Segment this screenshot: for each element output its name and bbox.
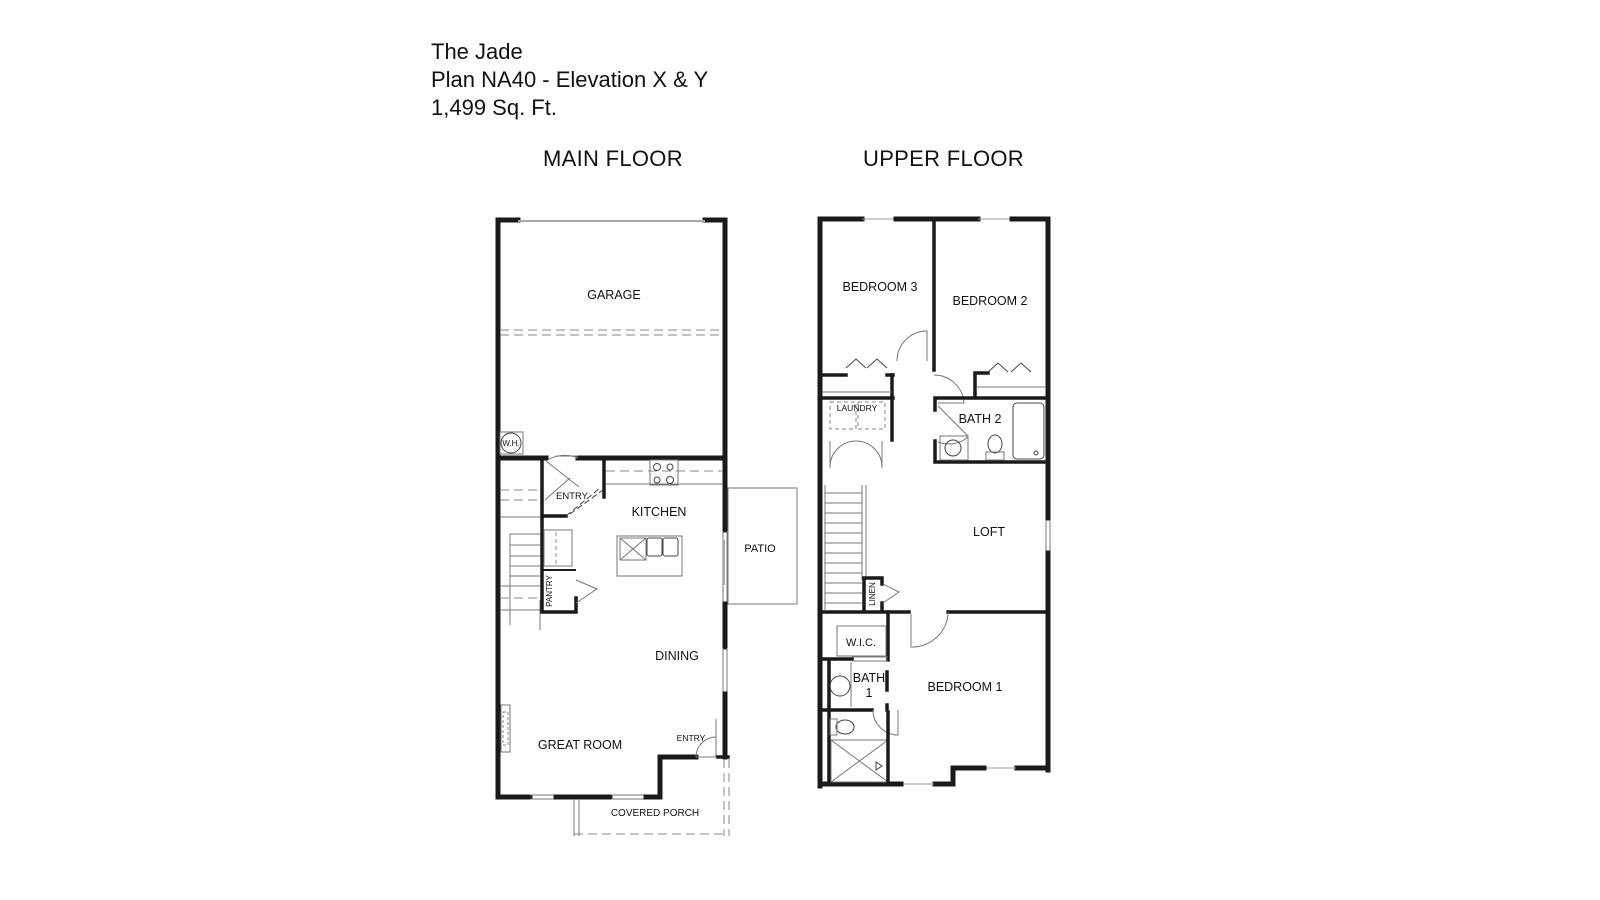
main-stairs: [500, 489, 541, 630]
fireplace-icon: [500, 704, 511, 753]
water-heater-label: W.H.: [502, 439, 519, 448]
bifold-closet-icon: [987, 362, 1032, 373]
garage-entry: ENTRY: [540, 454, 606, 518]
upper-floor-plan: BEDROOM 3 BEDROOM 2 LAUNDRY: [817, 216, 1051, 789]
bath-2: BATH 2: [933, 396, 1048, 464]
front-entry: ENTRY: [677, 719, 730, 759]
garage-label: GARAGE: [587, 288, 641, 302]
door-swing-icon: [695, 736, 717, 758]
bedroom-2: BEDROOM 2: [933, 294, 1046, 404]
garage-area: W.H. GARAGE: [495, 217, 728, 800]
toilet-icon: [987, 434, 1003, 454]
plan-elevation: Plan NA40 - Elevation X & Y: [431, 67, 709, 92]
kitchen-label: KITCHEN: [632, 505, 687, 519]
door-swing-icon: [896, 330, 928, 362]
dining-label: DINING: [655, 649, 699, 663]
front-entry-label: ENTRY: [677, 733, 706, 743]
plan-title-block: The Jade Plan NA40 - Elevation X & Y 1,4…: [431, 38, 708, 122]
door-swing-icon: [911, 612, 949, 648]
dishwasher-icon: [619, 537, 647, 561]
double-door-swing-icon: [829, 440, 883, 468]
pantry-label: PANTRY: [545, 574, 554, 606]
cooktop-icon: [649, 459, 679, 486]
bath-2-label: BATH 2: [959, 412, 1002, 426]
main-floor-heading: MAIN FLOOR: [543, 146, 683, 171]
water-heater-box: [499, 431, 524, 455]
toilet-icon: [835, 719, 855, 735]
bedroom-2-label: BEDROOM 2: [952, 294, 1027, 308]
kitchen-area: KITCHEN: [606, 459, 723, 577]
covered-porch: COVERED PORCH: [573, 759, 730, 836]
bedroom-1-label: BEDROOM 1: [927, 680, 1002, 694]
door-swing-icon: [933, 374, 965, 404]
garage-entry-label: ENTRY: [556, 491, 589, 502]
kitchen-island: [616, 535, 683, 577]
sink-icon: [829, 675, 851, 697]
laundry-label: LAUNDRY: [837, 403, 878, 413]
bath-1-number: 1: [866, 686, 873, 700]
upper-stairs: [824, 485, 867, 610]
covered-porch-label: COVERED PORCH: [611, 808, 699, 819]
bath-1-label: BATH: [853, 671, 885, 685]
plan-square-footage: 1,499 Sq. Ft.: [431, 95, 557, 120]
patio-label: PATIO: [744, 543, 776, 555]
upper-floor-heading: UPPER FLOOR: [863, 146, 1024, 171]
bifold-closet-icon: [845, 358, 888, 369]
linen-closet: LINEN: [862, 576, 900, 612]
linen-label: LINEN: [868, 582, 877, 606]
bedroom-3-label: BEDROOM 3: [842, 280, 917, 294]
refrigerator-icon: [543, 529, 573, 567]
walk-in-closet: W.I.C.: [820, 610, 890, 662]
laundry-room: LAUNDRY: [820, 396, 895, 468]
bedroom-3: BEDROOM 3: [820, 219, 936, 400]
plan-name: The Jade: [431, 39, 523, 64]
main-floor-plan: W.H. GARAGE ENTRY: [495, 217, 798, 836]
patio-area: [727, 487, 798, 605]
wic-label: W.I.C.: [846, 637, 876, 649]
loft-label: LOFT: [973, 525, 1005, 539]
great-room-label: GREAT ROOM: [538, 738, 622, 752]
vanity-icon: [939, 435, 969, 461]
door-swing-icon: [872, 709, 899, 736]
water-heater-icon: [500, 432, 522, 454]
sink-icon: [646, 537, 663, 557]
bathtub-icon: [1012, 402, 1045, 460]
bath-1: BATH 1: [820, 660, 899, 786]
door-swing-icon: [545, 454, 580, 488]
